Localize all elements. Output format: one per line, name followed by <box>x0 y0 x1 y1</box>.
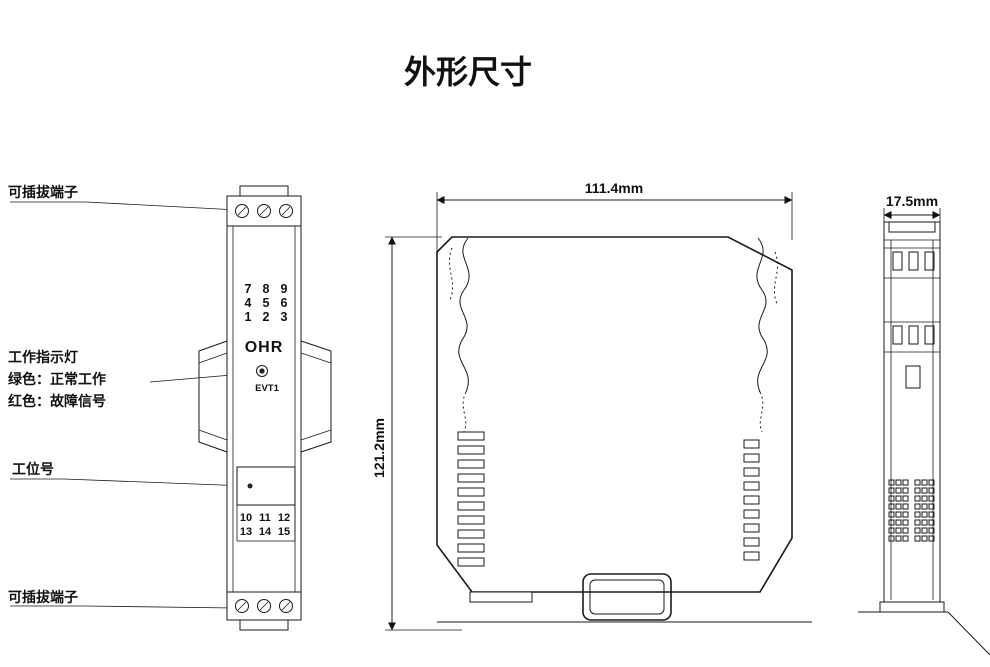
station-label-box <box>236 466 296 506</box>
led-label: EVT1 <box>255 383 279 394</box>
callout-indicator-red: 红色：故障信号 <box>8 393 106 409</box>
side-body-outline <box>436 236 793 593</box>
terminal-number: 7 <box>245 282 252 296</box>
terminal-number: 2 <box>263 310 270 324</box>
side-view: 111.4mm 121.2mm <box>371 180 812 631</box>
ground-diagonal <box>947 611 990 656</box>
height-dimension-label: 121.2mm <box>371 418 387 478</box>
callout-bottom-terminal: 可插拔端子 <box>8 589 78 605</box>
terminal-number: 5 <box>263 296 270 310</box>
end-base <box>879 601 945 613</box>
terminal-number: 3 <box>281 310 288 324</box>
front-view: 7 8 9 4 5 6 1 2 3 OHR EVT1 10 11 12 13 1… <box>198 185 332 631</box>
callout-labels: 可插拔端子 工作指示灯 绿色：正常工作 红色：故障信号 工位号 可插拔端子 <box>8 184 256 609</box>
leader-bottom-terminal <box>10 605 235 609</box>
leader-station-no <box>10 478 248 487</box>
page-title: 外形尺寸 <box>404 54 532 90</box>
bottom-numbers-box <box>236 504 296 542</box>
terminal-number: 10 <box>240 512 252 524</box>
vent-slots-right <box>743 439 760 561</box>
top-terminal-screws <box>235 204 293 218</box>
pin-grid-right <box>914 479 935 542</box>
break-line-left-dotted <box>462 391 467 433</box>
width-dimension-label: 111.4mm <box>585 180 643 196</box>
end-top-cap <box>888 221 936 233</box>
break-line-left-dotted2 <box>448 247 454 301</box>
callout-station-no: 工位号 <box>12 461 54 477</box>
din-clip-inner <box>589 579 665 615</box>
break-line-left <box>458 237 470 393</box>
break-line-right <box>756 237 768 393</box>
station-label-dot <box>247 483 253 489</box>
end-body <box>883 221 941 603</box>
terminal-number: 1 <box>245 310 252 324</box>
bottom-terminal-numbers: 10 11 12 13 14 15 <box>240 512 290 538</box>
callout-indicator-title: 工作指示灯 <box>8 349 78 365</box>
end-latch <box>905 365 921 389</box>
break-line-right-dotted2 <box>773 251 779 305</box>
brand-logo: OHR <box>245 339 284 356</box>
front-bottom-tab <box>239 619 289 631</box>
vent-slots-left <box>457 431 485 567</box>
rail-foot <box>469 591 533 603</box>
status-led-icon <box>259 368 265 374</box>
callout-indicator-green: 绿色：正常工作 <box>8 371 106 387</box>
pin-grid-left <box>888 479 909 542</box>
depth-dimension-label: 17.5mm <box>886 193 938 209</box>
bottom-terminal-screws <box>235 599 293 613</box>
callout-top-terminal: 可插拔端子 <box>8 184 78 200</box>
end-terminal-row-1 <box>892 251 935 271</box>
front-top-tab <box>239 185 289 197</box>
terminal-number: 15 <box>278 526 290 538</box>
terminal-number: 13 <box>240 526 252 538</box>
terminal-number: 14 <box>259 526 272 538</box>
end-view: 17.5mm <box>858 193 990 656</box>
front-body <box>226 225 302 593</box>
terminal-number: 12 <box>278 512 290 524</box>
end-terminal-row-2 <box>892 325 935 345</box>
terminal-number: 8 <box>263 282 270 296</box>
terminal-number: 11 <box>259 512 271 524</box>
break-line-right-dotted <box>759 391 764 433</box>
terminal-number: 4 <box>245 296 252 310</box>
leader-top-terminal <box>10 201 239 211</box>
din-clip <box>582 573 672 621</box>
terminal-number: 6 <box>281 296 288 310</box>
terminal-number: 9 <box>281 282 288 296</box>
top-terminal-numbers: 7 8 9 4 5 6 1 2 3 <box>245 282 288 324</box>
status-led-ring <box>256 365 268 377</box>
